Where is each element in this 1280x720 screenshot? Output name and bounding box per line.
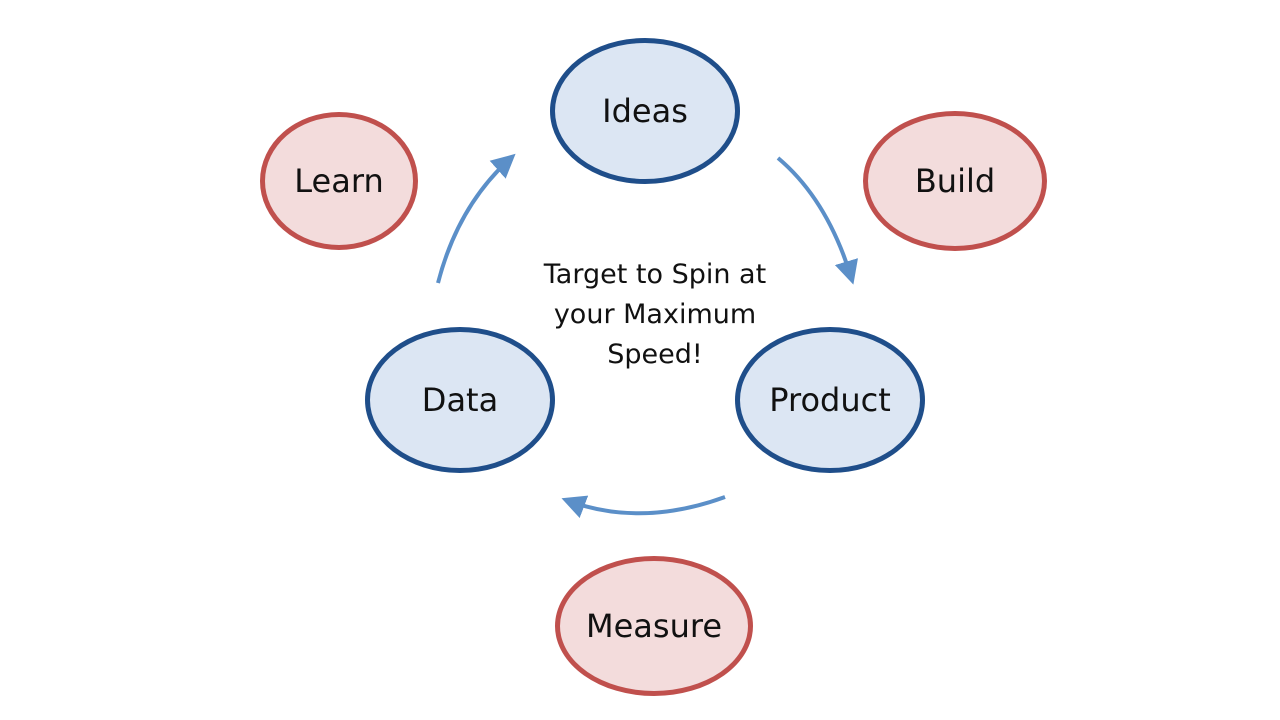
node-measure: Measure <box>555 556 753 696</box>
node-label: Measure <box>586 607 722 645</box>
node-build: Build <box>863 111 1047 251</box>
node-data: Data <box>365 327 555 473</box>
arrow-ideas-to-product <box>776 156 858 285</box>
node-learn: Learn <box>260 112 418 250</box>
node-product: Product <box>735 327 925 473</box>
node-label: Build <box>914 162 996 200</box>
node-ideas: Ideas <box>550 38 740 184</box>
node-label: Learn <box>294 162 384 200</box>
arrow-data-to-ideas <box>436 153 516 284</box>
center-note: Target to Spin at your Maximum Speed! <box>543 259 767 370</box>
node-label: Data <box>421 381 499 419</box>
node-label: Ideas <box>602 92 688 130</box>
arrow-product-to-data <box>561 495 726 519</box>
node-label: Product <box>769 381 891 419</box>
